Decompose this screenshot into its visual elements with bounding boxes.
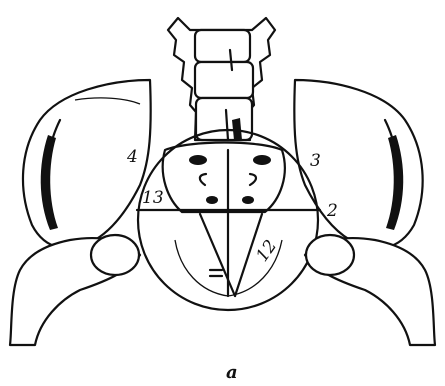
- label-12: 12: [252, 236, 281, 265]
- label-3: 3: [310, 151, 321, 171]
- left-femur: [10, 235, 140, 345]
- oblique-line: [200, 214, 235, 296]
- label-2: 2: [326, 201, 338, 221]
- sacrum: [163, 143, 285, 213]
- lumbar-spine: [168, 18, 275, 140]
- label-13: 13: [142, 188, 164, 208]
- label-4: 4: [126, 147, 138, 167]
- right-femur: [305, 235, 435, 345]
- figure-caption: a: [226, 362, 238, 383]
